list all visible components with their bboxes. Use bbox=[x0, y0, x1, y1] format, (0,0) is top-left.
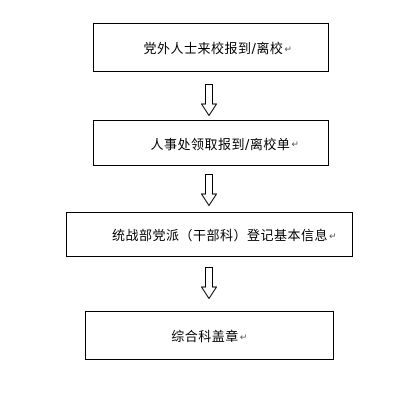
down-arrow-icon bbox=[201, 267, 217, 299]
flow-step-4: 综合科盖章↵ bbox=[85, 311, 334, 360]
paragraph-mark-icon: ↵ bbox=[328, 231, 338, 242]
flow-step-2-label: 人事处领取报到/离校单 bbox=[150, 137, 291, 153]
flow-step-2: 人事处领取报到/离校单↵ bbox=[93, 120, 329, 166]
flow-step-1-label: 党外人士来校报到/离校 bbox=[143, 42, 284, 57]
down-arrow-icon bbox=[201, 84, 217, 116]
flow-step-3-label: 统战部党派（干部科）登记基本信息 bbox=[111, 229, 328, 244]
down-arrow-icon bbox=[201, 174, 217, 206]
paragraph-mark-icon: ↵ bbox=[284, 44, 293, 55]
flow-step-4-label: 综合科盖章 bbox=[171, 330, 239, 345]
paragraph-mark-icon: ↵ bbox=[239, 332, 248, 343]
paragraph-mark-icon: ↵ bbox=[291, 140, 300, 150]
flow-step-1: 党外人士来校报到/离校↵ bbox=[93, 23, 329, 72]
flow-step-3: 统战部党派（干部科）登记基本信息↵ bbox=[66, 212, 353, 257]
